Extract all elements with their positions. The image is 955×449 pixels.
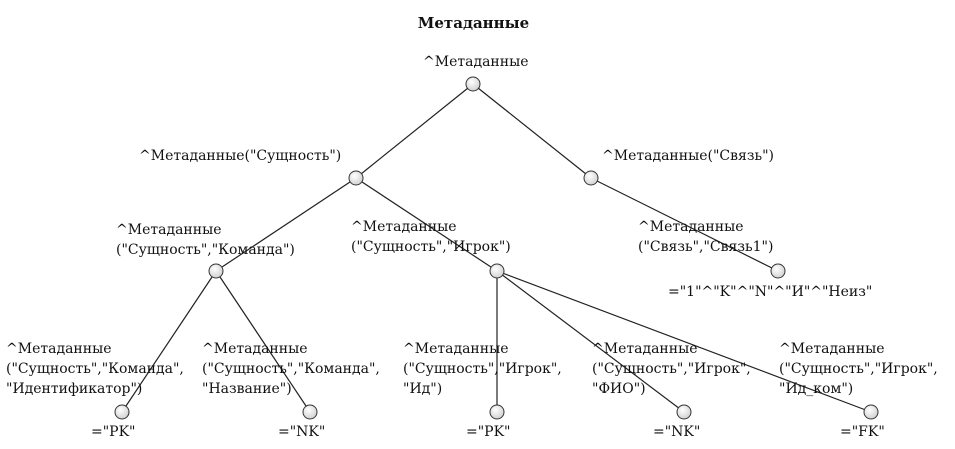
node-label-team_name: ^Метаданные ("Сущность","Команда", "Назван… [202,339,380,399]
node-link[interactable] [583,170,599,186]
node-label-line: "Ид_ком") [779,381,854,397]
node-label-link: ^Метаданные("Связь") [602,146,774,166]
node-player[interactable] [489,263,505,279]
node-label-line: ^Метаданные [779,341,885,357]
node-label-player_team: ^Метаданные ("Сущность","Игрок", "Ид_ком") [779,339,938,399]
node-label-line: "Идентификатор") [6,381,143,397]
node-label-line: ^Метаданные [6,341,112,357]
node-label-line: ("Связь","Связь1") [638,239,774,255]
diagram-title: Метаданные [417,14,530,32]
node-label-line: ("Сущность","Команда") [116,242,295,258]
edge-entity-player [355,177,498,272]
node-label-line: ("Сущность","Игрок") [351,239,511,255]
edge-entity-team [215,177,357,272]
node-team[interactable] [208,263,224,279]
node-label-line: ("Сущность","Игрок", [592,361,751,377]
node-label-line: ^Метаданные [403,341,509,357]
node-label-link1: ^Метаданные ("Связь","Связь1") [638,217,773,257]
node-label-root: ^Метаданные [423,52,529,72]
node-label-line: ^Метаданные("Сущность") [139,148,342,164]
edge-team-team_id [121,270,217,413]
node-label-line: "ФИО") [592,381,646,397]
node-value-player_id: ="PK" [466,424,511,440]
node-value-link1: ="1"^"K"^"N"^"И"^"Неиз" [668,284,873,300]
edge-player-player_fio [496,270,685,413]
node-value-team_id: ="PK" [91,424,136,440]
edge-root-link [472,83,592,179]
node-player_id[interactable] [489,404,505,420]
node-label-line: ("Сущность","Команда", [202,361,380,377]
node-label-line: ("Сущность","Игрок", [403,361,562,377]
node-value-player_team: ="FK" [840,424,885,440]
edge-root-entity [355,83,474,179]
node-root[interactable] [465,76,481,92]
node-player_fio[interactable] [676,404,692,420]
node-label-team: ^Метаданные ("Сущность","Команда") [116,220,295,260]
node-label-team_id: ^Метаданные ("Сущность","Команда", "Иденти… [6,339,184,399]
node-label-line: ^Метаданные [202,341,308,357]
node-label-line: ^Метаданные [592,341,698,357]
node-label-player_fio: ^Метаданные ("Сущность","Игрок", "ФИО") [592,339,751,399]
node-label-line: ^Метаданные [116,222,222,238]
node-label-line: ^Метаданные [351,219,457,235]
node-entity[interactable] [348,170,364,186]
node-label-player_id: ^Метаданные ("Сущность","Игрок", "Ид") [403,339,562,399]
node-label-line: ^Метаданные("Связь") [602,148,774,164]
node-label-line: ^Метаданные [638,219,744,235]
node-label-entity: ^Метаданные("Сущность") [139,146,341,166]
node-label-line: ^Метаданные [423,54,529,70]
node-player_team[interactable] [863,404,879,420]
node-team_name[interactable] [302,404,318,420]
node-label-line: "Ид") [403,381,443,397]
node-value-team_name: ="NK" [278,424,326,440]
node-value-player_fio: ="NK" [653,424,701,440]
edge-player-player_team [496,270,872,413]
edge-link-link1 [590,177,779,272]
node-label-line: "Название") [202,381,292,397]
node-team_id[interactable] [114,404,130,420]
edge-team-team_name [215,270,311,413]
node-link1[interactable] [770,263,786,279]
node-label-line: ("Сущность","Команда", [6,361,184,377]
node-label-player: ^Метаданные ("Сущность","Игрок") [351,217,511,257]
node-label-line: ("Сущность","Игрок", [779,361,938,377]
